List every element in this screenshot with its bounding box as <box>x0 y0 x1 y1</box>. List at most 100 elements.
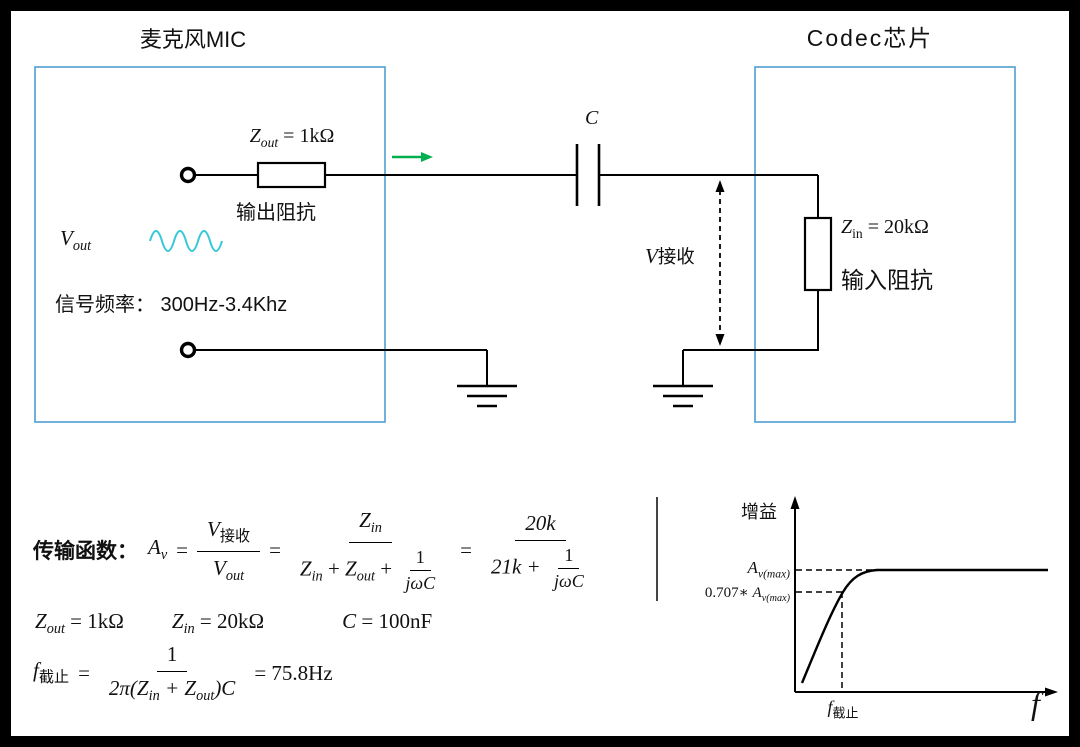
cutoff-subscript: 截止 <box>38 670 70 687</box>
vout-label: Vout <box>60 226 91 255</box>
zin-subscript: in <box>852 226 863 241</box>
gain-curve <box>800 568 1048 684</box>
fraction-denominator: Vout <box>203 552 254 585</box>
avmax-label: Av(max) <box>700 558 790 580</box>
z-symbol: Z <box>171 609 184 633</box>
out-subscript: out <box>356 568 375 585</box>
av707-label: 0.707∗ Av(max) <box>662 583 790 604</box>
fraction-denominator: 2π(Zin + Zout)C <box>99 672 245 705</box>
x-axis-arrowhead <box>1045 687 1058 697</box>
fcutoff-axis-label: f截止 <box>816 697 870 722</box>
in-subscript: in <box>148 688 160 705</box>
out-subscript: out <box>225 567 245 584</box>
zout-symbol: Z <box>249 125 261 147</box>
inner-numerator: 1 <box>558 545 580 569</box>
vout-symbol: V <box>60 226 73 250</box>
zout-resistor <box>256 161 327 189</box>
zin-resistor <box>803 216 833 292</box>
mic-box <box>34 66 386 423</box>
z-symbol: Z <box>299 555 312 580</box>
a-symbol: A <box>752 585 762 601</box>
codec-box-title: Codec芯片 <box>806 25 934 51</box>
circuit-diagram <box>34 66 1016 423</box>
y-axis-arrowhead <box>790 496 800 509</box>
parameters-row: Zout = 1kΩ Zin = 20kΩ C = 100nF <box>35 609 432 638</box>
v-symbol: V <box>213 555 226 580</box>
vreceive-arrow <box>715 180 725 346</box>
vreceive-symbol: V <box>645 244 658 268</box>
vmax-subscript: v(max) <box>761 593 790 604</box>
ground-right-symbol <box>653 384 713 408</box>
zout-parameter: Zout = 1kΩ <box>35 609 124 638</box>
zout-caption: 输出阻抗 <box>236 202 316 224</box>
den-text: 2π(Z <box>108 676 149 701</box>
recv-subscript: 接收 <box>219 529 251 546</box>
sine-wave-icon <box>149 230 223 252</box>
vout-subscript: out <box>72 238 92 255</box>
equals-sign: = <box>176 537 189 562</box>
vreceive-subscript: 接收 <box>657 247 695 267</box>
out-subscript: out <box>196 688 215 705</box>
frequency-axis-label: f <box>1031 685 1040 721</box>
vmax-subscript: v(max) <box>757 567 790 581</box>
f-symbol: f <box>33 658 39 683</box>
capacitance-parameter: C = 100nF <box>342 609 432 634</box>
c-symbol: C <box>342 609 357 633</box>
av-subscript: v <box>160 547 168 564</box>
fc-fraction: 1 2π(Zin + Zout)C <box>99 640 245 705</box>
inner-denominator: jωC <box>553 570 584 591</box>
plus-sign: + <box>374 555 398 580</box>
fraction-vrecv-vout: V接收 Vout <box>197 515 261 585</box>
fc-result: = 75.8Hz <box>254 660 333 685</box>
fraction-numerator: V接收 <box>197 515 261 552</box>
section-divider <box>656 497 658 601</box>
fc-term: f截止 <box>33 658 69 687</box>
inner-numerator: 1 <box>409 547 431 571</box>
in-subscript: in <box>311 568 323 585</box>
av-symbol: A <box>148 535 161 560</box>
zin-caption: 输入阻抗 <box>841 267 933 293</box>
equals-sign: = <box>460 537 472 562</box>
f-symbol: f <box>827 697 833 717</box>
capacitance-value: = 100nF <box>356 609 433 633</box>
in-subscript: in <box>370 520 382 537</box>
zout-subscript: out <box>260 135 279 150</box>
zin-parameter-value: = 20kΩ <box>194 609 265 633</box>
in-subscript: in <box>183 621 195 638</box>
signal-direction-arrow <box>392 152 433 162</box>
inner-denominator: jωC <box>405 572 436 593</box>
zin-parameter: Zin = 20kΩ <box>172 609 264 638</box>
z-symbol: Z <box>345 555 357 580</box>
cutoff-frequency-formula: f截止 = 1 2π(Zin + Zout)C = 75.8Hz <box>33 636 342 710</box>
terminal-top <box>179 166 197 184</box>
fraction-numerator: 20k <box>515 509 566 541</box>
coefficient-text: 0.707∗ <box>704 585 753 601</box>
den-text: + Z <box>159 676 197 701</box>
mic-box-title: 麦克风MIC <box>139 27 247 52</box>
out-subscript: out <box>46 621 65 638</box>
z-symbol: Z <box>35 609 47 633</box>
equals-sign: = <box>78 660 90 685</box>
capacitor-label: C <box>585 107 599 129</box>
terminal-bottom <box>179 341 197 359</box>
transfer-function-formula: 传输函数： Av = V接收 Vout = Zin Zin + Zout + 1… <box>33 502 600 598</box>
zin-value: = 20kΩ <box>862 216 929 238</box>
signal-frequency-label: 信号频率： 300Hz-3.4Khz <box>55 294 288 316</box>
z-symbol: Z <box>359 508 371 533</box>
a-symbol: A <box>747 558 758 577</box>
zin-impedance-label: Zin = 20kΩ <box>841 216 929 242</box>
fraction-numerator: Zin <box>349 506 392 543</box>
ground-left-symbol <box>457 384 517 408</box>
gain-axis-label: 增益 <box>741 502 777 522</box>
codec-box <box>754 66 1016 423</box>
den-text: )C <box>214 676 236 701</box>
fraction-numerator: 1 <box>156 640 188 673</box>
equals-sign: = <box>269 537 281 562</box>
